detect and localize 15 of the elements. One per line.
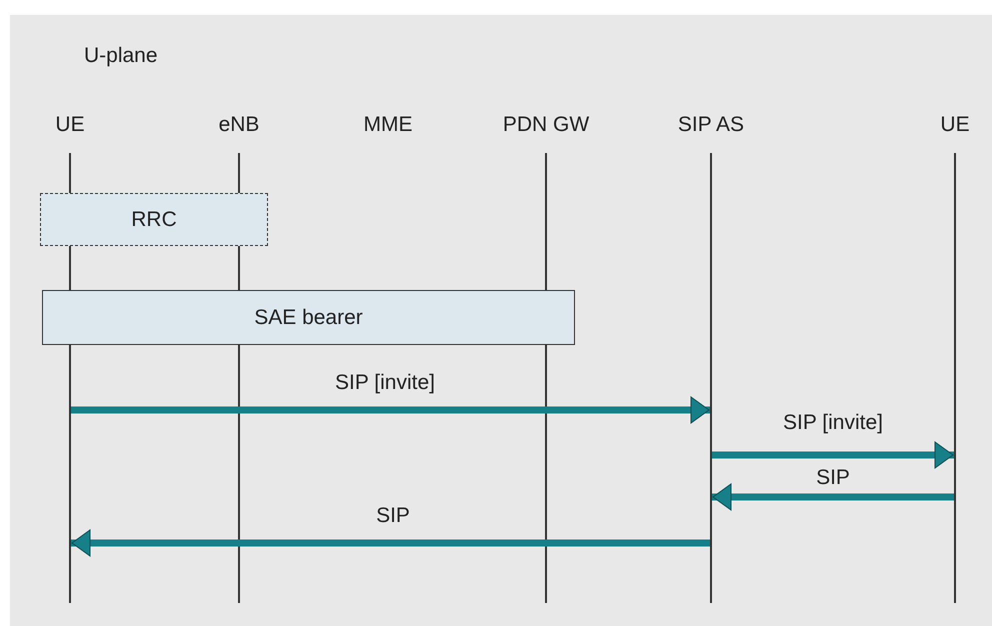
- process-box: SAE bearer: [42, 290, 575, 345]
- message-arrow: [71, 396, 710, 424]
- diagram-title: U-plane: [84, 43, 158, 69]
- message-arrow: [712, 484, 954, 510]
- lifeline: [710, 153, 712, 603]
- participant-label: SIP AS: [656, 110, 766, 140]
- participant-label: UE: [40, 110, 100, 140]
- participant-label: eNB: [204, 110, 274, 140]
- participant-label: UE: [925, 110, 985, 140]
- lifeline: [954, 153, 956, 603]
- participant-label: PDN GW: [486, 110, 606, 140]
- message-arrow: [71, 530, 710, 556]
- participant-label: MME: [348, 110, 428, 140]
- message-arrow: [712, 442, 954, 468]
- dashed-box: RRC: [40, 193, 268, 246]
